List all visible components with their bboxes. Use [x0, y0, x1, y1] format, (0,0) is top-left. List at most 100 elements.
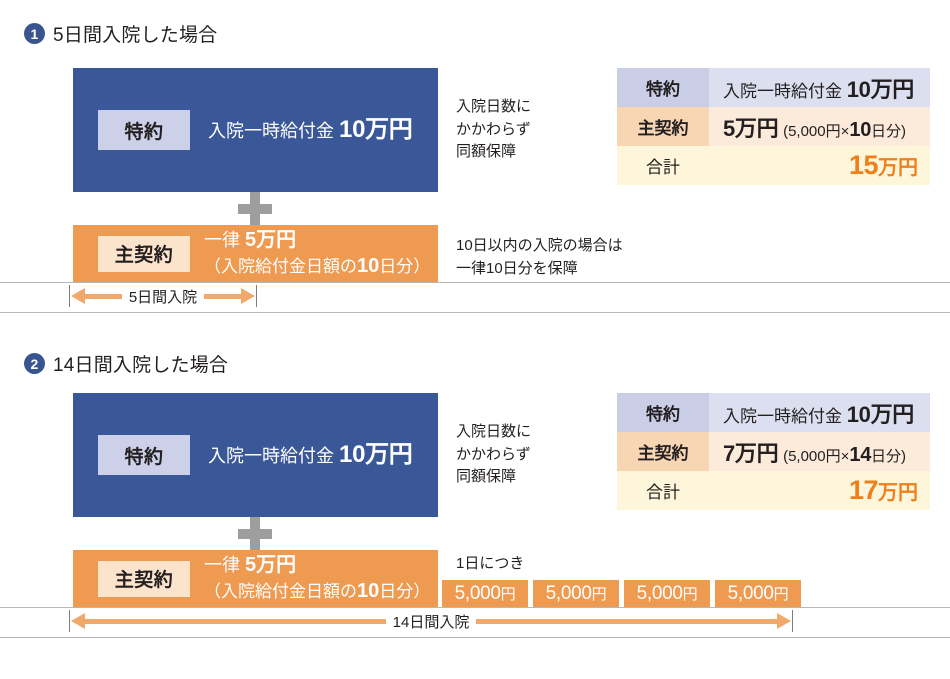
- main-bar-line-1: 一律 5万円: [204, 228, 430, 254]
- main-bar-line2-amount: 10: [357, 254, 380, 277]
- row-label-main: 主契約: [617, 107, 709, 146]
- day-amount-value: 5,000: [727, 582, 774, 604]
- main-bar-line2-prefix: （入院給付金日額の: [204, 581, 357, 601]
- day-amount-unit: 円: [773, 586, 789, 603]
- timeline-tick-start: [69, 610, 70, 632]
- row-label-total: 合計: [617, 471, 709, 510]
- row-value-main-detail: (5,000円×10日分): [783, 119, 907, 141]
- rider-bar-amount: 10万円: [339, 115, 413, 143]
- row-value-rider-prefix: 入院一時給付金: [723, 81, 847, 101]
- plus-icon: [238, 517, 272, 551]
- arrow-line-right: [204, 293, 241, 299]
- arrow-line-left: [85, 618, 386, 624]
- total-amount: 15: [848, 150, 879, 180]
- total-amount: 17: [848, 475, 879, 505]
- row-value-rider: 入院一時給付金 10万円: [709, 393, 930, 432]
- duration-arrow: 5日間入院: [71, 287, 255, 306]
- row-value-main-detail-amount: 10: [849, 118, 872, 141]
- row-value-total: 17万円: [709, 471, 930, 510]
- arrow-head-right-icon: [241, 288, 255, 304]
- duration-arrow-label: 14日間入院: [392, 613, 470, 631]
- benefit-summary-table: 特約 入院一時給付金 10万円 主契約 7万円 (5,000円×14日分) 合計…: [617, 393, 930, 510]
- main-chip: 主契約: [98, 560, 190, 597]
- total-amount-wrap: 15万円: [723, 150, 918, 181]
- arrow-head-left-icon: [71, 288, 85, 304]
- main-bar-line1-amount: 5万円: [245, 553, 297, 576]
- row-value-main-detail-suffix: 日分): [871, 122, 907, 140]
- row-value-main-amount: 5万円: [723, 115, 779, 141]
- bottom-rule: [0, 637, 950, 638]
- case-section-2: 2 14日間入院した場合 特約 入院一時給付金 10万円 主契約 一律 5万円 …: [0, 330, 950, 679]
- main-bar-line2-suffix: 日分）: [379, 256, 431, 276]
- total-unit: 万円: [878, 482, 918, 504]
- row-label-main: 主契約: [617, 432, 709, 471]
- row-value-main-detail-suffix: 日分): [871, 447, 907, 465]
- table-row-main: 主契約 7万円 (5,000円×14日分): [617, 432, 930, 471]
- rider-benefit-bar: 特約 入院一時給付金 10万円: [73, 393, 438, 517]
- benefit-summary-table: 特約 入院一時給付金 10万円 主契約 5万円 (5,000円×10日分) 合計…: [617, 68, 930, 185]
- table-row-main: 主契約 5万円 (5,000円×10日分): [617, 107, 930, 146]
- timeline-tick-end: [792, 610, 793, 632]
- main-bar-line2-prefix: （入院給付金日額の: [204, 256, 357, 276]
- rider-bar-text-prefix: 入院一時給付金: [208, 445, 340, 466]
- total-unit: 万円: [878, 157, 918, 179]
- main-bar-line2-amount: 10: [357, 579, 380, 602]
- section-1-heading: 1 5日間入院した場合: [24, 20, 217, 47]
- arrow-head-left-icon: [71, 613, 85, 629]
- row-value-total: 15万円: [709, 146, 930, 185]
- row-label-rider: 特約: [617, 68, 709, 107]
- table-row-total: 合計 15万円: [617, 146, 930, 185]
- row-value-main: 7万円 (5,000円×14日分): [709, 432, 930, 471]
- total-amount-wrap: 17万円: [723, 475, 918, 506]
- row-value-rider: 入院一時給付金 10万円: [709, 68, 930, 107]
- rider-bar-text: 入院一時給付金 10万円: [208, 115, 413, 146]
- row-value-rider-amount: 10万円: [846, 76, 915, 102]
- note-minimum-days: 10日以内の入院の場合は 一律10日分を保障: [456, 237, 623, 277]
- rider-bar-amount: 10万円: [339, 440, 413, 468]
- note-equal-coverage: 入院日数に かかわらず 同額保障: [456, 98, 532, 160]
- section-title: 5日間入院した場合: [53, 25, 218, 46]
- main-bar-line2-suffix: 日分）: [379, 581, 431, 601]
- timeline-rule: [0, 607, 950, 608]
- main-bar-line-2: （入院給付金日額の10日分）: [204, 254, 430, 280]
- main-bar-line1-prefix: 一律: [204, 229, 246, 250]
- row-label-rider: 特約: [617, 393, 709, 432]
- table-row-rider: 特約 入院一時給付金 10万円: [617, 393, 930, 432]
- rider-benefit-bar: 特約 入院一時給付金 10万円: [73, 68, 438, 192]
- duration-arrow: 14日間入院: [71, 612, 791, 631]
- day-amount-value: 5,000: [545, 582, 592, 604]
- main-bar-line-1: 一律 5万円: [204, 553, 430, 579]
- timeline-tick-start: [69, 285, 70, 307]
- row-value-main-detail-prefix: (5,000円×: [783, 447, 850, 465]
- main-bar-text: 一律 5万円 （入院給付金日額の10日分）: [204, 553, 430, 604]
- row-value-main: 5万円 (5,000円×10日分): [709, 107, 930, 146]
- day-amount-unit: 円: [591, 586, 607, 603]
- main-bar-line1-prefix: 一律: [204, 554, 246, 575]
- row-value-rider-amount: 10万円: [846, 401, 915, 427]
- day-amount-value: 5,000: [636, 582, 683, 604]
- row-label-total: 合計: [617, 146, 709, 185]
- section-number-badge: 1: [24, 23, 45, 44]
- section-title: 14日間入院した場合: [53, 355, 229, 376]
- main-contract-bar: 主契約 一律 5万円 （入院給付金日額の10日分）: [73, 225, 438, 282]
- main-bar-text: 一律 5万円 （入院給付金日額の10日分）: [204, 228, 430, 279]
- rider-chip: 特約: [98, 110, 190, 150]
- case-section-1: 1 5日間入院した場合 特約 入院一時給付金 10万円 主契約 一律 5万円 （…: [0, 0, 950, 320]
- rider-bar-text: 入院一時給付金 10万円: [208, 440, 413, 471]
- row-value-rider-prefix: 入院一時給付金: [723, 406, 847, 426]
- row-value-main-detail-amount: 14: [849, 443, 872, 466]
- arrow-line-left: [85, 293, 122, 299]
- table-row-rider: 特約 入院一時給付金 10万円: [617, 68, 930, 107]
- day-amount-unit: 円: [500, 586, 516, 603]
- main-contract-bar: 主契約 一律 5万円 （入院給付金日額の10日分）: [73, 550, 438, 607]
- row-value-main-detail-prefix: (5,000円×: [783, 122, 850, 140]
- timeline-rule: [0, 282, 950, 283]
- row-value-main-amount: 7万円: [723, 440, 779, 466]
- row-value-main-detail: (5,000円×14日分): [783, 444, 907, 466]
- section-2-heading: 2 14日間入院した場合: [24, 350, 228, 377]
- rider-chip: 特約: [98, 435, 190, 475]
- section-divider-rule: [0, 312, 950, 313]
